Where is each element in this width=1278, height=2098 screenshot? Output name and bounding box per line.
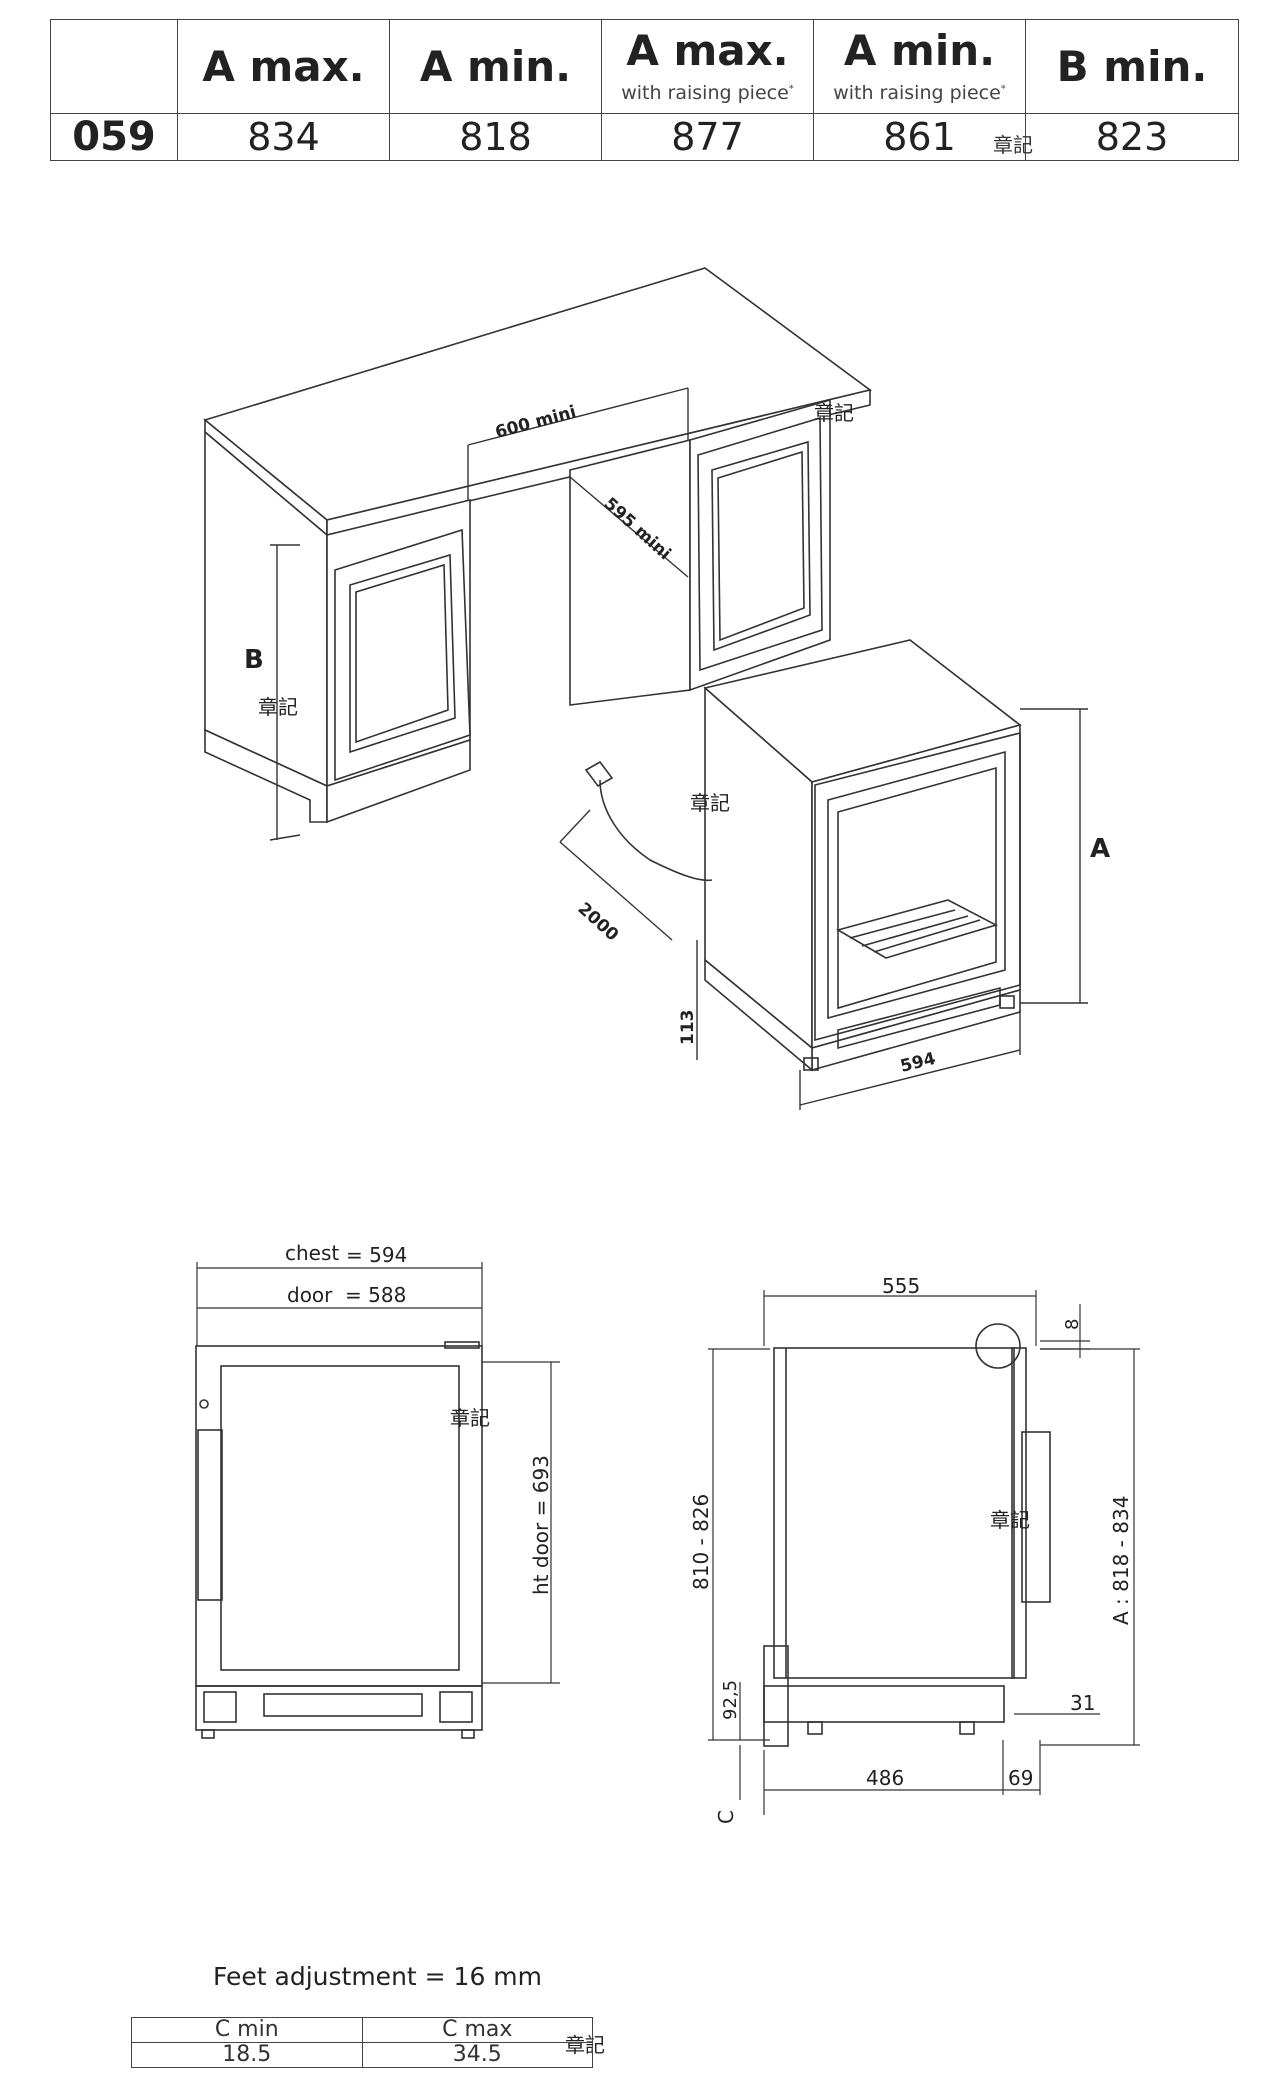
stamp-mark: 章記 (990, 1508, 1030, 1532)
stamp-mark: 章記 (258, 695, 298, 719)
value-cell: 861 (813, 113, 1026, 161)
side-view (763, 1323, 1051, 1747)
top-gap-label: 8 (1062, 1319, 1083, 1330)
value-cell: 877 (601, 113, 814, 161)
dim-486-label: 486 (866, 1766, 904, 1790)
stamp-mark: 章記 (814, 401, 854, 425)
c-label: C (714, 1810, 738, 1824)
c-min-header: C min (131, 2017, 363, 2043)
countertop-outline (203, 267, 1022, 1072)
c-min-value: 18.5 (131, 2042, 363, 2068)
chest-value: = 594 (346, 1243, 407, 1267)
chest-label: chest (285, 1241, 339, 1265)
cable-length-label: 2000 (574, 899, 623, 946)
door-label: door (287, 1283, 333, 1307)
col-a-min-raising: A min.with raising piece* (813, 19, 1026, 114)
label-b: B (244, 645, 264, 675)
ht-door-label: ht door = 693 (529, 1455, 553, 1595)
dimensions-table: A max. A min. A max.with raising piece* … (50, 19, 1239, 161)
side-dimension-lines (708, 1290, 1140, 1815)
dim-69-label: 69 (1008, 1766, 1033, 1790)
height-range-label: 810 - 826 (689, 1494, 713, 1590)
c-max-value: 34.5 (361, 2042, 593, 2068)
depth-555-label: 555 (882, 1274, 920, 1298)
front-dimension-lines (196, 1262, 560, 1684)
stamp-mark: 章記 (690, 791, 730, 815)
value-cell: 823 (1025, 113, 1239, 161)
feet-table-row: 18.5 34.5 (131, 2042, 593, 2068)
height-113-label: 113 (678, 1010, 698, 1046)
col-a-max-raising: A max.with raising piece* (601, 19, 814, 114)
a-range-label: A : 818 - 834 (1109, 1496, 1133, 1625)
base-height-label: 92,5 (720, 1680, 741, 1720)
label-a: A (1090, 834, 1110, 864)
stamp-mark: 章記 (993, 133, 1033, 157)
col-b-min: B min. (1025, 19, 1239, 114)
c-max-header: C max (361, 2017, 593, 2043)
feet-adjustment-note: Feet adjustment = 16 mm (213, 1962, 543, 1991)
feet-table: C min C max 18.5 34.5 (131, 2017, 593, 2068)
value-cell: 834 (177, 113, 390, 161)
feet-table-header: C min C max (131, 2017, 593, 2043)
dimensions-value-row: 059 834 818 877 861 823 (50, 113, 1239, 161)
door-value: = 588 (345, 1283, 406, 1307)
corner-cell (50, 19, 178, 114)
model-cell: 059 (50, 113, 178, 161)
front-view (195, 1341, 483, 1739)
dim-31-label: 31 (1070, 1691, 1095, 1715)
stamp-mark: 章記 (450, 1406, 490, 1430)
install-dimension-lines (269, 387, 1088, 1110)
